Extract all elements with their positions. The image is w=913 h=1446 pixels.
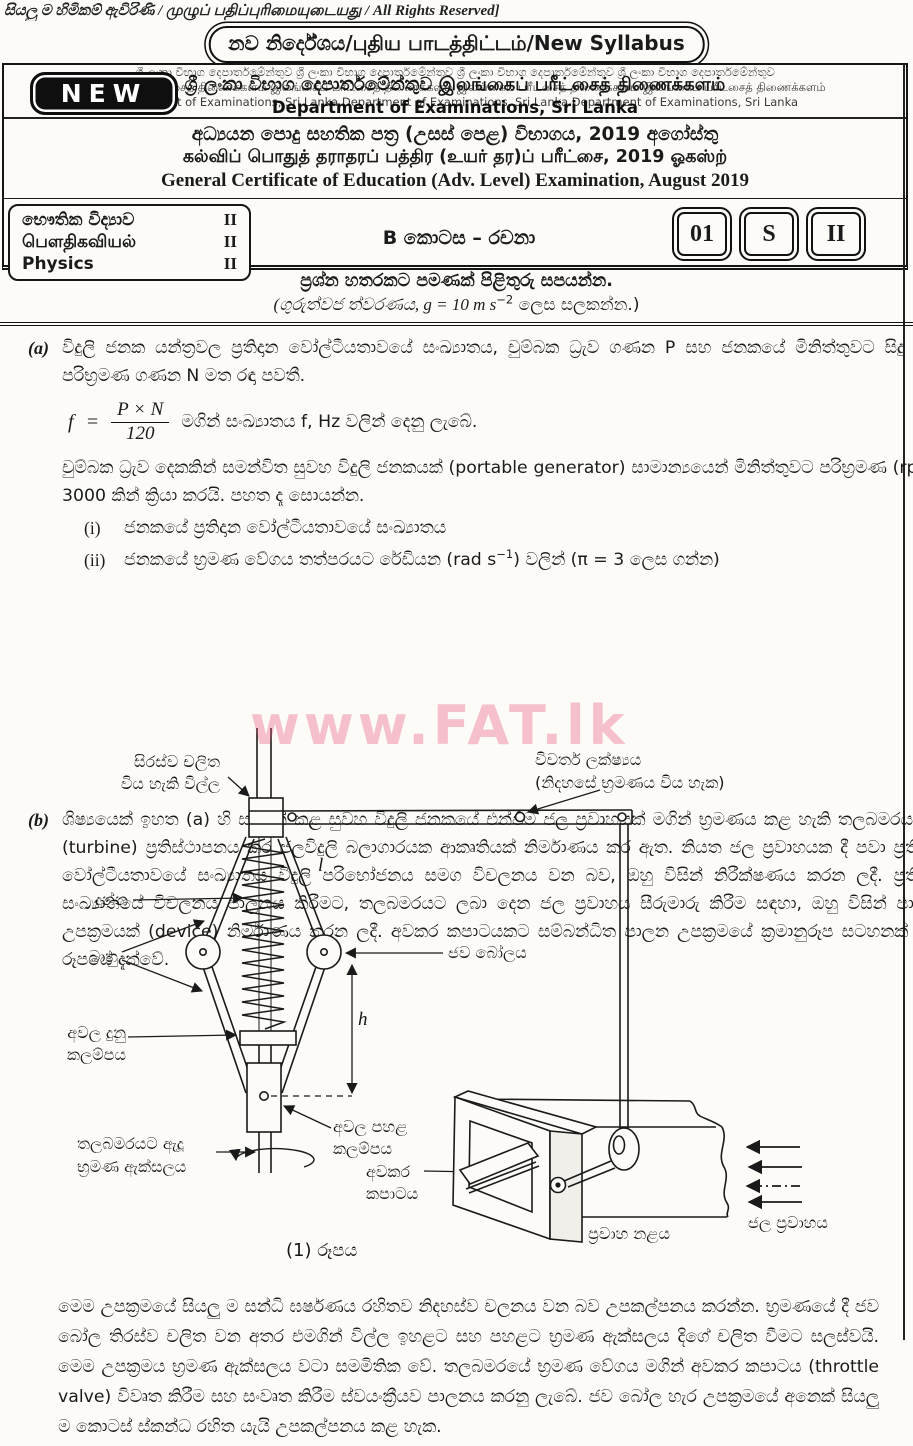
subject-box: භෞතික විද්‍යාව II பௌதிகவியல் II Physics … [8, 204, 251, 281]
part-b-title: B කොටස – රචනා [382, 227, 536, 249]
paper-code-boxes: 01 S II [672, 207, 866, 261]
flyball-right [306, 934, 342, 970]
subject-paper-num: II [223, 232, 237, 251]
formula-fraction: P × N 120 [111, 399, 170, 445]
item-i-label: (i) [84, 518, 101, 538]
question-a-item-ii: (ii) ජනකයේ භ්‍රමණ වේගය තත්පරයට රේඩියන (r… [62, 546, 913, 574]
band-row-sinhala: ශ්‍රී ලංකා විභාග දෙපාර්තමේන්තුව ශ්‍රී ලං… [135, 65, 775, 79]
label-throttle-line2: කපාටය [366, 1184, 418, 1203]
gravity-exponent: −2 [496, 292, 514, 307]
label-axle-line2: භ්‍රමණ ඇක්සලය [77, 1157, 186, 1177]
label-axle-line1: තලබමරයට ඇදූ [77, 1134, 184, 1154]
subject-name-en: Physics [22, 254, 94, 274]
code-box-01: 01 [672, 207, 732, 261]
band-center-overlay: ශ්‍රී ලංකා විභාග දෙපාර්තමේන්තුව இலங்கைப்… [184, 74, 726, 95]
item-ii-text: ජනකයේ භ්‍රමණ වේගය තත්පරයට රේඩියන (rad s−… [124, 546, 720, 574]
lower-clamp-block [246, 1062, 352, 1133]
gravity-text: (ගුරුත්වජ ත්වරණය, g = 10 m s [273, 295, 497, 314]
item-i-text: ජනකයේ ප්‍රතිදාන වෝල්ටීයතාවයේ සංඛ්‍යාතය [124, 518, 447, 538]
question-a-paragraph2: චුම්බක ධ්‍රැව දෙකකින් සමන්විත සුවහ විදුල… [62, 458, 913, 506]
exam-titles: අධ්‍යයන පොදු සහතික පත්‍ර (උසස් පෙළ) විභා… [4, 119, 906, 199]
band-row-tamil: இலங்கைப் பரீட்சைத் திணைக்களம் இலங்கைப் ப… [84, 80, 826, 94]
label-spring-clamp-line2: කලම්පය [67, 1045, 126, 1065]
subject-paper-num: II [223, 254, 237, 273]
exam-title-english: General Certificate of Education (Adv. L… [161, 170, 749, 191]
page-right-border [903, 63, 905, 1340]
label-pivot-line2: (නිදහසේ භ්‍රමණය විය හැක) [535, 773, 724, 793]
throttle-flap [458, 1142, 540, 1185]
question-a-item-i: (i) ජනකයේ ප්‍රතිදාන වෝල්ටීයතාවයේ සංඛ්‍යා… [62, 514, 913, 542]
question-b-label: (b) [28, 810, 49, 830]
item-ii-label: (ii) [84, 550, 106, 570]
label-collar-line1: සිරස්ව චලිත [134, 752, 220, 772]
label-pipe: ප්‍රවාහ නළය [588, 1224, 670, 1244]
formula-note: මගින් සංඛ්‍යාතය f, Hz වලින් දෙනු ලැබේ. [181, 412, 478, 432]
label-collar-line2: විය හැකි විල්ල [121, 774, 220, 794]
subject-name-si: භෞතික විද්‍යාව [22, 210, 135, 230]
label-arms: බාහු [89, 947, 118, 967]
label-throttle-line1: අවකර [366, 1162, 410, 1182]
new-syllabus-banner: නව නිර්දේශය/புதிய பாடத்திட்டம்/New Sylla… [208, 26, 705, 63]
header-box: NEW ශ්‍රී ලංකා විභාග දෙපාර්තමේන්තුව ශ්‍ර… [2, 63, 908, 281]
band-row-english: Department of Examinations, Sri Lanka De… [111, 95, 799, 109]
formula-equals: = [85, 411, 100, 433]
label-lower-clamp-line2: කලම්පය [333, 1139, 392, 1159]
department-title: Department of Examinations, Sri Lanka [271, 98, 639, 117]
site-watermark: www.FAT.lk [250, 694, 629, 757]
label-pivot-line1: විවර්ත ලක්ෂ්‍යය [535, 750, 641, 770]
closing-paragraph: මෙම උපක්‍රමයේ සියලු ම සන්ධි ඝර්ෂණය රහිතව… [58, 1297, 879, 1437]
valve-link-rod [619, 824, 629, 1131]
label-flow: ජල ප්‍රවාහය [748, 1213, 828, 1233]
exam-title-sinhala: අධ්‍යයන පොදු සහතික පත්‍ර (උසස් පෙළ) විභා… [191, 124, 719, 145]
figure-1-governor-diagram: සිරස්ව චලිත විය හැකි විල්ල විවර්ත ලක්ෂ්‍… [0, 715, 913, 1287]
water-flow-arrows [745, 1139, 802, 1210]
governor-mechanism-svg: සිරස්ව චලිත විය හැකි විල්ල විවර්ත ලක්ෂ්‍… [67, 728, 828, 1261]
item-ii-post: ) වලින් (π = 3 ලෙස ගන්න) [513, 550, 720, 570]
label-lower-clamp-line1: අවල පහළ [333, 1117, 407, 1137]
exam-title-tamil: கல்விப் பொதுத் தராதரப் பத்திர (உயர் தர)ப… [182, 147, 728, 167]
throttle-valve-housing [452, 1090, 599, 1243]
label-spring-clamp-line1: අවල දුනු [67, 1023, 126, 1043]
subject-line-tamil: பௌதிகவியல் II [22, 231, 237, 253]
subject-paper-num: II [223, 210, 237, 229]
code-box-ii: II [806, 207, 866, 261]
code-box-s: S [739, 207, 799, 261]
rotation-axle [228, 1132, 315, 1173]
item-ii-pre: ජනකයේ භ්‍රමණ වේගය තත්පරයට රේඩියන (rad s [124, 550, 497, 570]
copyright-line: සියලු ම හිමිකම් ඇවිරිණි / முழுப் பதிப்பு… [4, 3, 500, 19]
new-badge: NEW [30, 72, 178, 115]
question-a: (a) විදුලි ජනක යන්ත්‍රවල ප්‍රතිදාන වෝල්ට… [28, 334, 913, 574]
formula-denominator: 120 [125, 423, 155, 444]
frequency-formula: f = P × N 120 මගින් සංඛ්‍යාතය f, Hz වලින… [68, 399, 913, 445]
label-flyball: ජව බෝලය [448, 943, 527, 963]
spring [241, 837, 287, 1031]
subject-name-ta: பௌதிகவியல் [22, 232, 137, 252]
question-a-intro: විදුලි ජනක යන්ත්‍රවල ප්‍රතිදාන වෝල්ටීයතා… [62, 338, 913, 386]
top-shaft [256, 728, 272, 798]
gravity-suffix: ලෙස සලකන්න.) [513, 295, 640, 315]
lever-bar [282, 809, 633, 825]
valve-linkage [549, 1127, 640, 1194]
item-ii-exponent: −1 [496, 547, 514, 562]
label-dim-l: l [318, 855, 323, 876]
flyball-left [185, 934, 221, 970]
section-divider [0, 322, 913, 326]
instruction-gravity: (ගුරුත්වජ ත්වරණය, g = 10 m s−2 ලෙස සලකන්… [0, 292, 913, 315]
formula-lhs: f [68, 411, 74, 433]
instruction-answer-four: ප්‍රශ්න හතරකට පමණක් පිළිතුරු සපයන්න. [300, 271, 613, 291]
question-a-label: (a) [28, 338, 49, 358]
label-spring: දුන්න [95, 890, 128, 909]
label-dim-h: h [358, 1009, 368, 1030]
subject-line-english: Physics II [22, 253, 237, 275]
formula-numerator: P × N [111, 399, 170, 423]
subject-row: භෞතික විද්‍යාව II பௌதிகவியல் II Physics … [4, 199, 906, 281]
department-watermark-band: NEW ශ්‍රී ලංකා විභාග දෙපාර්තමේන්තුව ශ්‍ර… [4, 65, 906, 119]
spring-clamp [239, 1030, 297, 1063]
figure-caption: (1) රූපය [286, 1240, 357, 1261]
subject-line-sinhala: භෞතික විද්‍යාව II [22, 209, 237, 231]
sliding-collar [248, 797, 284, 838]
